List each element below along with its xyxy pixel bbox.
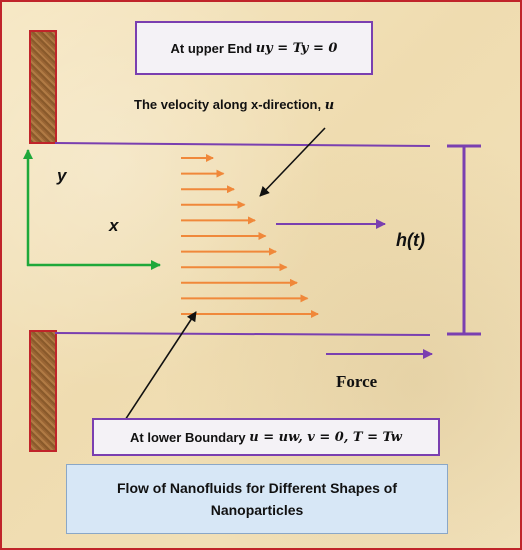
- channel-height-label: h(t): [396, 230, 425, 250]
- y-axis-label: y: [57, 166, 67, 185]
- lower-plate: [54, 332, 431, 336]
- velocity-pointer-arrow: [259, 127, 326, 197]
- lower-wall-texture: [29, 330, 57, 452]
- channel-height-bracket: [447, 144, 481, 336]
- upper-boundary-condition: At upper End uy = Ty = 0: [135, 21, 373, 75]
- lower-condition-prefix: At lower Boundary: [130, 429, 246, 445]
- upper-wall-texture: [29, 30, 57, 144]
- velocity-caption: The velocity along x-direction, u: [134, 97, 334, 113]
- diagram-title: Flow of Nanofluids for Different Shapes …: [66, 464, 448, 534]
- force-label: Force: [336, 372, 378, 391]
- velocity-symbol: u: [324, 98, 335, 113]
- lower-condition-equation: u = uw, v = 0, T = Tw: [249, 429, 402, 445]
- velocity-caption-text: The velocity along x-direction,: [134, 97, 322, 112]
- x-axis-label: x: [109, 216, 119, 235]
- upper-plate: [54, 142, 431, 147]
- upper-condition-prefix: At upper End: [170, 40, 253, 56]
- upper-condition-equation: uy = Ty = 0: [255, 40, 338, 56]
- lower-boundary-condition: At lower Boundary u = uw, v = 0, T = Tw: [92, 418, 440, 456]
- velocity-profile: [181, 154, 319, 318]
